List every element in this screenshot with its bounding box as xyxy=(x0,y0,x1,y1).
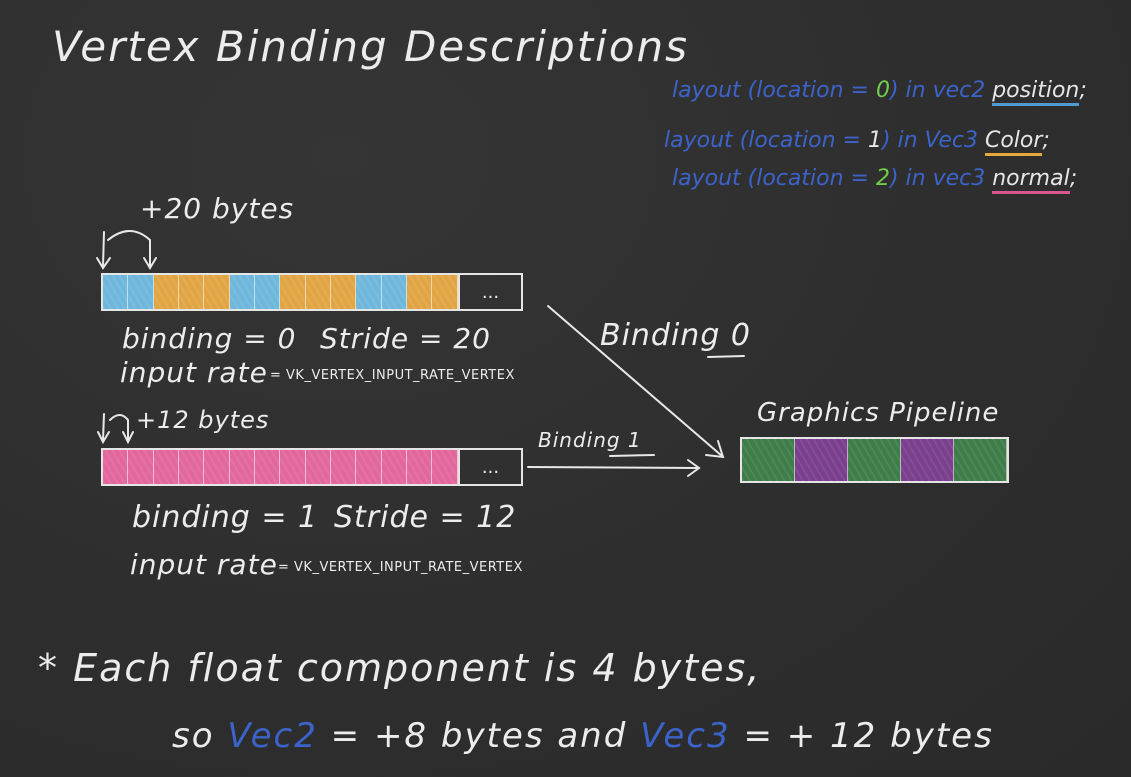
pipeline-cell xyxy=(901,439,954,481)
binding0-cell xyxy=(255,275,281,309)
binding0-cell xyxy=(153,275,180,309)
binding1-binding: binding = 1 xyxy=(132,500,319,535)
binding0-cell xyxy=(356,275,382,309)
pipeline-label: Graphics Pipeline xyxy=(757,398,1000,428)
binding1-cell xyxy=(356,450,382,484)
vec2-term: Vec2 xyxy=(227,716,318,756)
binding1-cell xyxy=(381,450,408,484)
binding0-cell xyxy=(407,275,433,309)
binding1-cell xyxy=(407,450,433,484)
binding1-cell xyxy=(179,450,205,484)
binding0-cell xyxy=(204,275,230,309)
binding0-offset-label: +20 bytes xyxy=(140,192,295,225)
binding1-buffer: ... xyxy=(101,448,523,486)
binding1-cell xyxy=(331,450,357,484)
binding0-binding: binding = 0 xyxy=(122,322,297,355)
pipeline-cell xyxy=(954,439,1007,481)
binding1-cell xyxy=(128,450,154,484)
binding0-arrowhead xyxy=(705,440,725,459)
binding0-dots: ... xyxy=(458,275,521,309)
binding0-cell xyxy=(331,275,357,309)
binding0-cell xyxy=(128,275,154,309)
pipeline-cell xyxy=(848,439,901,481)
binding0-rate-value: = VK_VERTEX_INPUT_RATE_VERTEX xyxy=(270,368,515,383)
binding1-cell xyxy=(204,450,230,484)
binding1-cell xyxy=(305,450,332,484)
binding0-cells xyxy=(103,275,458,309)
vec3-term: Vec3 xyxy=(640,716,731,756)
binding1-cell xyxy=(103,450,129,484)
binding0-cell xyxy=(305,275,332,309)
binding0-cell xyxy=(381,275,408,309)
binding0-cell xyxy=(280,275,306,309)
binding0-cell xyxy=(432,275,458,309)
offset1-arrow-curve xyxy=(109,414,129,441)
binding1-rate-label: input rate xyxy=(130,548,278,581)
binding0-arrow xyxy=(547,305,723,457)
page-title: Vertex Binding Descriptions xyxy=(52,22,690,71)
binding1-cell xyxy=(432,450,458,484)
pipeline-buffer xyxy=(740,437,1009,483)
offset0-arrow-curve xyxy=(107,230,151,267)
binding1-arrowhead xyxy=(687,459,701,477)
binding1-underline xyxy=(609,454,655,457)
binding1-rate-value: = VK_VERTEX_INPUT_RATE_VERTEX xyxy=(278,560,523,575)
binding0-buffer: ... xyxy=(101,273,523,311)
binding1-arrow xyxy=(527,466,699,469)
layout-line-2: layout (location = 2) in vec3 normal; xyxy=(672,166,1077,194)
binding1-stride: Stride = 12 xyxy=(334,500,517,535)
binding0-cell xyxy=(103,275,129,309)
binding0-stride: Stride = 20 xyxy=(320,322,491,355)
layout-line-0: layout (location = 0) in vec2 position; xyxy=(672,78,1087,106)
binding1-cell xyxy=(280,450,306,484)
binding0-underline xyxy=(707,355,745,358)
binding0-cell xyxy=(229,275,256,309)
binding1-cells xyxy=(103,450,458,484)
color-attribute: Color xyxy=(984,128,1043,156)
pipeline-cell xyxy=(742,439,795,481)
binding0-arrow-label: Binding 0 xyxy=(600,318,751,353)
binding1-cell xyxy=(153,450,180,484)
binding1-cell xyxy=(229,450,256,484)
binding1-dots: ... xyxy=(458,450,521,484)
footnote-line2: so Vec2 = +8 bytes and Vec3 = + 12 bytes xyxy=(172,716,994,756)
normal-attribute: normal xyxy=(992,166,1070,194)
offset1-arrow-down xyxy=(102,413,105,441)
pipeline-cell xyxy=(795,439,848,481)
layout-line-1: layout (location = 1) in Vec3 Color; xyxy=(664,128,1050,156)
footnote-line1: * Each float component is 4 bytes, xyxy=(38,646,762,690)
binding0-cell xyxy=(179,275,205,309)
pipeline-cells xyxy=(742,439,1007,481)
offset0-arrow-down xyxy=(102,231,105,267)
binding0-rate-label: input rate xyxy=(120,356,268,389)
position-attribute: position xyxy=(992,78,1080,106)
binding1-cell xyxy=(255,450,281,484)
binding1-offset-label: +12 bytes xyxy=(136,406,270,434)
binding1-arrow-label: Binding 1 xyxy=(538,428,642,452)
